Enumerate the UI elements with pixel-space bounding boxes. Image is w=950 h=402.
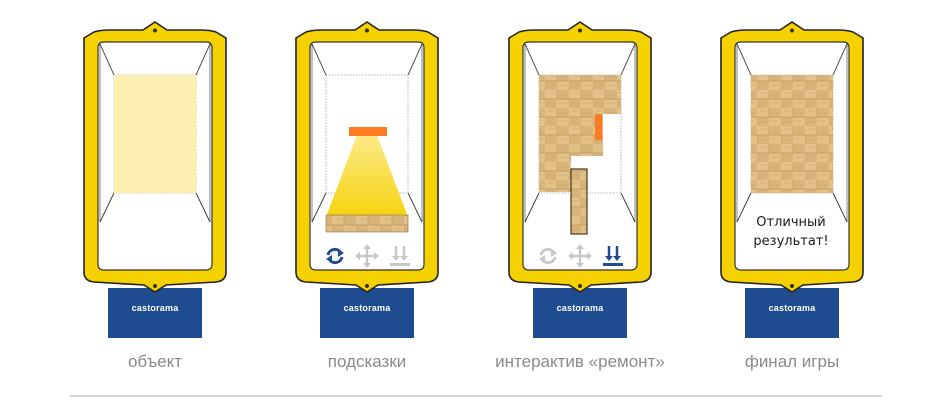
caption-hints: подсказки xyxy=(327,352,407,371)
kiosk-panel-4 xyxy=(720,21,864,338)
drop-down-icon xyxy=(390,246,410,266)
perspective-line xyxy=(99,192,115,223)
frame-dot-bottom xyxy=(790,284,794,288)
perspective-line xyxy=(195,43,211,76)
frame-dot-bottom xyxy=(365,284,369,288)
falling-board xyxy=(570,168,588,235)
perspective-line xyxy=(832,192,848,223)
brand-logo-3: castorama xyxy=(556,303,604,313)
kiosk-panel-1 xyxy=(83,21,227,338)
kiosk-panel-3 xyxy=(508,21,652,338)
perspective-line xyxy=(311,192,327,223)
perspective-line xyxy=(311,43,327,76)
frame-dot-top xyxy=(790,28,794,33)
caption-interactive: интерактив «ремонт» xyxy=(495,352,665,371)
final-message: Отличный результат! xyxy=(753,215,829,249)
brand-base xyxy=(108,288,202,338)
caption-game-final: финал игры xyxy=(744,352,840,371)
caption-object: объект xyxy=(127,352,183,371)
orange-tile xyxy=(595,114,602,140)
brand-base xyxy=(745,288,839,338)
laid-floor-area xyxy=(539,75,621,192)
perspective-line xyxy=(736,192,752,223)
perspective-line xyxy=(407,43,423,76)
control-icons xyxy=(539,244,623,268)
perspective-line xyxy=(620,192,636,223)
frame-dot-top xyxy=(153,28,157,33)
brand-base xyxy=(320,288,414,338)
perspective-line xyxy=(195,192,211,223)
frame-dot-top xyxy=(365,28,369,33)
brand-logo-1: castorama xyxy=(131,303,179,313)
frame-dot-bottom xyxy=(153,284,157,288)
move-icon xyxy=(355,244,379,268)
perspective-line xyxy=(99,43,115,76)
brand-logo-2: castorama xyxy=(343,303,391,313)
brand-logo-4: castorama xyxy=(768,303,816,313)
hint-light-beam xyxy=(326,135,408,217)
orange-tile xyxy=(349,127,387,136)
kiosk-panel-2 xyxy=(295,21,439,338)
object-placeholder xyxy=(114,75,196,193)
rotate-icon xyxy=(539,247,557,265)
frame-dot-top xyxy=(578,28,582,33)
bottom-divider xyxy=(70,395,882,397)
perspective-line xyxy=(524,43,540,76)
move-icon xyxy=(568,244,592,268)
control-icons xyxy=(326,244,410,268)
frame-dot-bottom xyxy=(578,284,582,288)
wooden-board xyxy=(325,214,409,233)
rotate-icon xyxy=(326,247,344,265)
perspective-line xyxy=(736,43,752,76)
perspective-line xyxy=(524,192,540,223)
drop-down-icon xyxy=(603,246,623,266)
brand-base xyxy=(533,288,627,338)
perspective-line xyxy=(832,43,848,76)
perspective-line xyxy=(620,43,636,76)
perspective-line xyxy=(407,192,423,223)
completed-floor xyxy=(751,75,833,193)
